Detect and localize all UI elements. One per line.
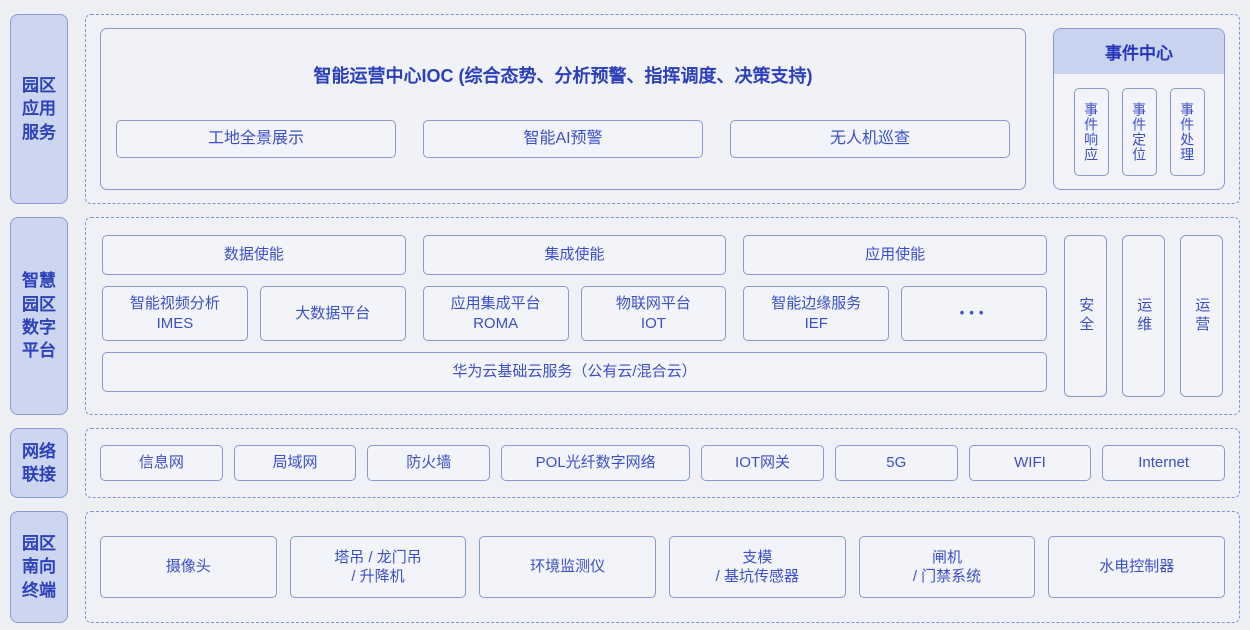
- event-center: 事件中心 事件响应 事件定位 事件处理: [1053, 28, 1225, 190]
- section-app-services: 智能运营中心IOC (综合态势、分析预警、指挥调度、决策支持) 工地全景展示 智…: [85, 14, 1240, 204]
- ioc-items: 工地全景展示 智能AI预警 无人机巡查: [116, 120, 1010, 158]
- ioc-item-ai-warning: 智能AI预警: [423, 120, 703, 158]
- layer-app-services: 园区 应用 服务 智能运营中心IOC (综合态势、分析预警、指挥调度、决策支持)…: [10, 14, 1240, 204]
- ioc-item-site-panorama: 工地全景展示: [116, 120, 396, 158]
- net-5g: 5G: [834, 445, 958, 481]
- ioc-container: 智能运营中心IOC (综合态势、分析预警、指挥调度、决策支持) 工地全景展示 智…: [100, 28, 1026, 190]
- platform-roma: 应用集成平台 ROMA: [422, 286, 569, 341]
- ioc-title: 智能运营中心IOC (综合态势、分析预警、指挥调度、决策支持): [313, 65, 813, 86]
- term-camera: 摄像头: [100, 536, 277, 598]
- platform-main: 数据使能 智能视频分析 IMES 大数据平台 集成使能 应用集成平台 ROMA …: [102, 235, 1048, 397]
- event-item-handling: 事件处理: [1169, 87, 1205, 176]
- net-info-network: 信息网: [100, 445, 223, 481]
- section-terminals: 摄像头 塔吊 / 龙门吊 / 升降机 环境监测仪 支模 / 基坑传感器 闸机 /…: [85, 511, 1240, 623]
- platform-columns: 数据使能 智能视频分析 IMES 大数据平台 集成使能 应用集成平台 ROMA …: [102, 235, 1048, 341]
- net-firewall: 防火墙: [367, 445, 491, 481]
- platform-side-boxes: 安全 运维 运营: [1064, 235, 1223, 397]
- term-crane-lift: 塔吊 / 龙门吊 / 升降机: [289, 536, 467, 598]
- event-item-location: 事件定位: [1121, 87, 1157, 176]
- section-network: 信息网 局域网 防火墙 POL光纤数字网络 IOT网关 5G WIFI Inte…: [85, 428, 1240, 498]
- event-item-response: 事件响应: [1073, 87, 1109, 176]
- platform-imes: 智能视频分析 IMES: [102, 286, 248, 341]
- term-gate-access: 闸机 / 门禁系统: [858, 536, 1036, 598]
- section-digital-platform: 数据使能 智能视频分析 IMES 大数据平台 集成使能 应用集成平台 ROMA …: [85, 217, 1240, 415]
- net-iot-gateway: IOT网关: [701, 445, 824, 481]
- layer-digital-platform: 智慧 园区 数字 平台 数据使能 智能视频分析 IMES 大数据平台 集成使能 …: [10, 217, 1240, 415]
- layer-terminals: 园区 南向 终端 摄像头 塔吊 / 龙门吊 / 升降机 环境监测仪 支模 / 基…: [10, 511, 1240, 623]
- term-env-monitor: 环境监测仪: [479, 536, 657, 598]
- ioc-item-drone-patrol: 无人机巡查: [730, 120, 1010, 158]
- header-integration-enable: 集成使能: [422, 235, 727, 275]
- platform-iot: 物联网平台 IOT: [580, 286, 727, 341]
- platform-col-data: 数据使能 智能视频分析 IMES 大数据平台: [102, 235, 406, 341]
- term-utility-controller: 水电控制器: [1048, 536, 1226, 598]
- net-internet: Internet: [1102, 445, 1226, 481]
- layer-label-terminals: 园区 南向 终端: [10, 511, 68, 623]
- platform-col-application: 应用使能 智能边缘服务 IEF •••: [743, 235, 1048, 341]
- layer-network: 网络 联接 信息网 局域网 防火墙 POL光纤数字网络 IOT网关 5G WIF…: [10, 428, 1240, 498]
- huawei-cloud-base: 华为云基础云服务（公有云/混合云）: [102, 352, 1047, 392]
- event-center-title: 事件中心: [1054, 29, 1224, 74]
- platform-col-application-items: 智能边缘服务 IEF •••: [743, 286, 1048, 341]
- layer-label-digital-platform: 智慧 园区 数字 平台: [10, 217, 68, 415]
- event-center-items: 事件响应 事件定位 事件处理: [1054, 74, 1224, 189]
- term-formwork-sensor: 支模 / 基坑传感器: [669, 536, 846, 598]
- header-app-enable: 应用使能: [743, 235, 1048, 275]
- net-lan: 局域网: [233, 445, 357, 481]
- side-security: 安全: [1064, 235, 1107, 397]
- platform-col-integration-items: 应用集成平台 ROMA 物联网平台 IOT: [422, 286, 727, 341]
- header-data-enable: 数据使能: [102, 235, 406, 275]
- net-wifi: WIFI: [968, 445, 1092, 481]
- side-maintenance: 运维: [1122, 235, 1165, 397]
- platform-more-ellipsis: •••: [901, 286, 1048, 341]
- platform-ief: 智能边缘服务 IEF: [743, 286, 890, 341]
- side-operation: 运营: [1180, 235, 1223, 397]
- platform-col-data-items: 智能视频分析 IMES 大数据平台: [102, 286, 406, 341]
- layer-label-network: 网络 联接: [10, 428, 68, 498]
- platform-col-integration: 集成使能 应用集成平台 ROMA 物联网平台 IOT: [422, 235, 727, 341]
- net-pol-fiber: POL光纤数字网络: [501, 445, 691, 481]
- layer-label-app-services: 园区 应用 服务: [10, 14, 68, 204]
- platform-bigdata: 大数据平台: [259, 286, 406, 341]
